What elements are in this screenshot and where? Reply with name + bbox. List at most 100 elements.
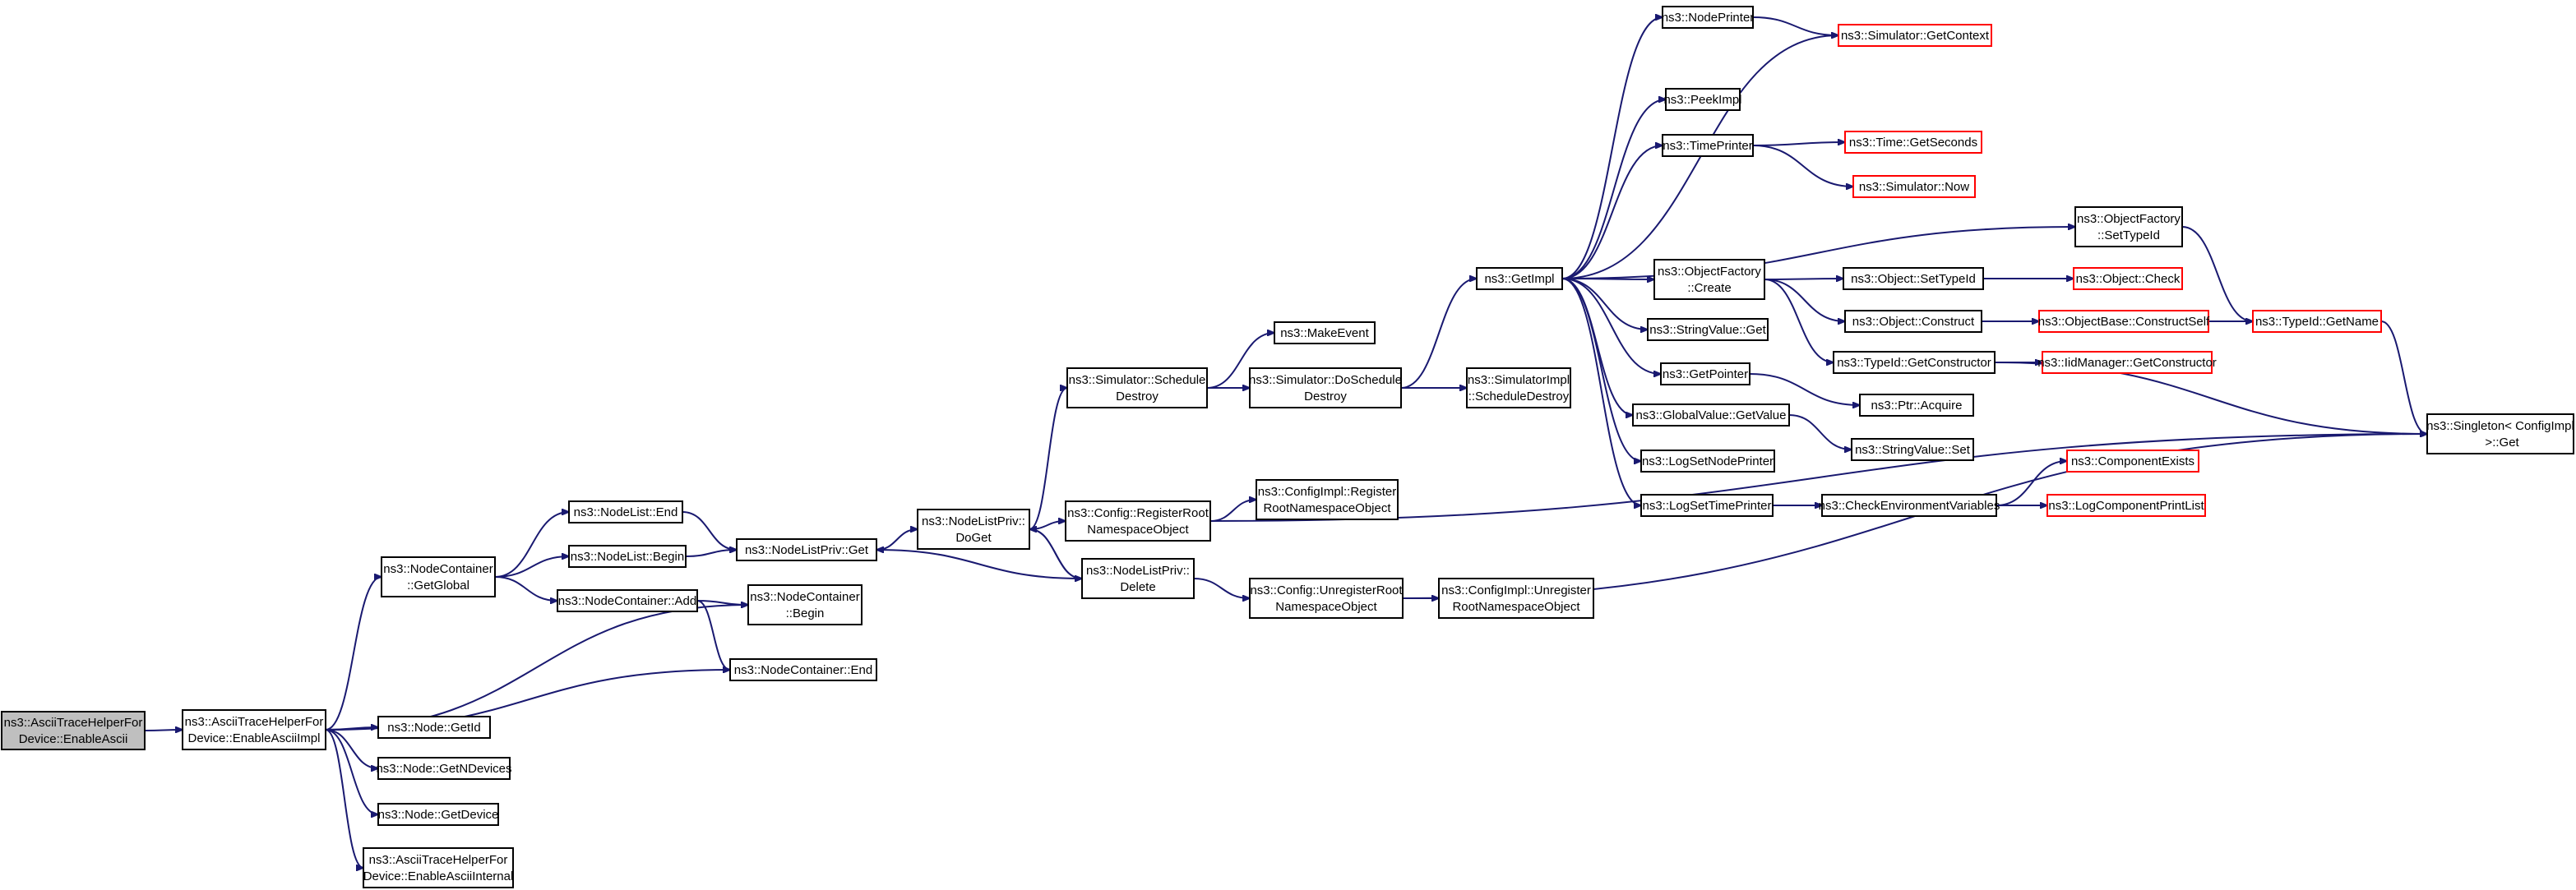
- node-ns3-globalvalue-getvalue[interactable]: ns3::GlobalValue::GetValue: [1632, 403, 1790, 427]
- node-ns3-simulator-schedule-destroy[interactable]: ns3::Simulator::ScheduleDestroy: [1066, 367, 1208, 408]
- node-label: ::Begin: [786, 606, 825, 620]
- node-label: Device::EnableAscii: [19, 732, 128, 746]
- node-ns3-ptr-acquire[interactable]: ns3::Ptr::Acquire: [1859, 394, 1974, 417]
- node-ns3-nodelist-begin[interactable]: ns3::NodeList::Begin: [568, 545, 687, 568]
- node-box: [182, 709, 326, 750]
- call-edge-n22-to-n26: [1561, 145, 1663, 279]
- node-ns3-iidmanager-getconstructor[interactable]: ns3::IidManager::GetConstructor: [2037, 351, 2217, 374]
- node-ns3-time-getseconds[interactable]: ns3::Time::GetSeconds: [1844, 131, 1982, 154]
- node-ns3-nodecontainer-getglobal[interactable]: ns3::NodeContainer::GetGlobal: [381, 556, 496, 597]
- call-edge-n1-to-n2: [325, 577, 382, 731]
- node-label: ns3::NodeContainer::End: [734, 663, 872, 677]
- node-ns3-stringvalue-get[interactable]: ns3::StringValue::Get: [1647, 318, 1769, 341]
- node-ns3-nodelistpriv-get[interactable]: ns3::NodeListPriv::Get: [736, 538, 877, 561]
- call-edge-n19-to-n22: [1400, 279, 1477, 389]
- node-ns3-getpointer[interactable]: ns3::GetPointer: [1660, 362, 1750, 385]
- call-edge-n0-to-n1: [144, 730, 183, 731]
- node-ns3-nodelistpriv-delete[interactable]: ns3::NodeListPriv::Delete: [1081, 558, 1195, 599]
- node-ns3-typeid-getconstructor[interactable]: ns3::TypeId::GetConstructor: [1833, 351, 1996, 374]
- call-edge-n2-to-n11: [494, 576, 557, 601]
- node-label: NamespaceObject: [1275, 600, 1377, 614]
- node-ns3-node-getndevices[interactable]: ns3::Node::GetNDevices: [376, 757, 512, 780]
- node-label: ns3::NodeListPriv::Get: [745, 543, 869, 557]
- node-box: [381, 556, 496, 597]
- node-ns3-simulator-getcontext[interactable]: ns3::Simulator::GetContext: [1838, 24, 1992, 47]
- call-edge-n29-to-n40: [1749, 373, 1860, 405]
- call-edge-n22-to-n29: [1561, 278, 1661, 374]
- node-ns3-objectfactory-settypeid[interactable]: ns3::ObjectFactory::SetTypeId: [2074, 206, 2183, 247]
- node-label: ns3::NodeList::End: [574, 505, 678, 519]
- node-box: [1851, 438, 1974, 461]
- node-ns3-logsetnodeprinter[interactable]: ns3::LogSetNodePrinter: [1640, 450, 1775, 473]
- node-ns3-peekimpl[interactable]: ns3::PeekImpl: [1663, 88, 1742, 111]
- node-box: [1660, 362, 1750, 385]
- node-ns3-node-getid[interactable]: ns3::Node::GetId: [377, 716, 491, 739]
- node-ns3-asciitracehelperfor-device-enableasciiinternal[interactable]: ns3::AsciiTraceHelperForDevice::EnableAs…: [363, 847, 514, 888]
- node-label: ns3::MakeEvent: [1280, 326, 1369, 340]
- node-label: ns3::LogComponentPrintList: [2048, 499, 2204, 513]
- node-ns3-objectbase-constructself[interactable]: ns3::ObjectBase::ConstructSelf: [2038, 310, 2210, 333]
- nodes-layer: ns3::AsciiTraceHelperForDevice::EnableAs…: [1, 6, 2574, 888]
- node-ns3-nodecontainer-begin[interactable]: ns3::NodeContainer::Begin: [747, 584, 863, 625]
- node-label: ns3::StringValue::Get: [1649, 323, 1766, 337]
- node-label: ns3::ComponentExists: [2071, 454, 2194, 468]
- node-ns3-stringvalue-set[interactable]: ns3::StringValue::Set: [1851, 438, 1974, 461]
- node-box: [1844, 131, 1982, 154]
- node-ns3-logcomponentprintlist[interactable]: ns3::LogComponentPrintList: [2046, 494, 2206, 517]
- node-ns3-config-unregisterroot-namespaceobject[interactable]: ns3::Config::UnregisterRootNamespaceObje…: [1249, 578, 1404, 619]
- node-box: [377, 716, 491, 739]
- node-ns3-objectfactory-create[interactable]: ns3::ObjectFactory::Create: [1653, 259, 1765, 300]
- node-ns3-componentexists[interactable]: ns3::ComponentExists: [2066, 450, 2199, 473]
- node-label: ns3::Simulator::DoSchedule: [1249, 373, 1402, 387]
- node-ns3-node-getdevice[interactable]: ns3::Node::GetDevice: [377, 803, 499, 826]
- edges-layer: [144, 17, 2427, 868]
- node-ns3-asciitracehelperfor-device-enableasciiimpl[interactable]: ns3::AsciiTraceHelperForDevice::EnableAs…: [182, 709, 326, 750]
- node-label: Destroy: [1116, 390, 1159, 403]
- node-ns3-nodecontainer-end[interactable]: ns3::NodeContainer::End: [729, 658, 877, 681]
- node-ns3-nodecontainer-add[interactable]: ns3::NodeContainer::Add: [557, 589, 698, 612]
- node-box: [2038, 310, 2209, 333]
- node-label: NamespaceObject: [1087, 523, 1189, 537]
- node-ns3-checkenvironmentvariables[interactable]: ns3::CheckEnvironmentVariables: [1819, 494, 2000, 517]
- node-ns3-object-check[interactable]: ns3::Object::Check: [2073, 267, 2183, 290]
- node-ns3-makeevent[interactable]: ns3::MakeEvent: [1274, 321, 1376, 344]
- node-label: ns3::Config::RegisterRoot: [1067, 506, 1209, 520]
- node-label: ns3::Simulator::GetContext: [1841, 29, 1990, 43]
- node-ns3-configimpl-unregister-rootnamespaceobject[interactable]: ns3::ConfigImpl::UnregisterRootNamespace…: [1438, 578, 1594, 619]
- node-label: ns3::NodeContainer: [383, 562, 493, 576]
- node-box: [363, 847, 514, 888]
- call-edge-n26-to-n35: [1752, 145, 1853, 187]
- node-ns3-configimpl-register-rootnamespaceobject[interactable]: ns3::ConfigImpl::RegisterRootNamespaceOb…: [1256, 479, 1399, 520]
- node-box: [1466, 367, 1571, 408]
- node-label: ::SetTypeId: [2097, 228, 2160, 242]
- node-label: ns3::Object::Construct: [1852, 315, 1975, 329]
- node-label: ns3::StringValue::Set: [1855, 443, 1971, 457]
- node-ns3-simulatorimpl-scheduledestroy[interactable]: ns3::SimulatorImpl::ScheduleDestroy: [1466, 367, 1571, 408]
- node-ns3-typeid-getname[interactable]: ns3::TypeId::GetName: [2252, 310, 2382, 333]
- node-box: [2066, 450, 2199, 473]
- node-ns3-singleton-configimpl-get[interactable]: ns3::Singleton< ConfigImpl >::Get: [2426, 413, 2574, 454]
- node-box: [2073, 267, 2183, 290]
- node-ns3-nodeprinter[interactable]: ns3::NodePrinter: [1662, 6, 1755, 29]
- call-edge-n14-to-n13: [1029, 529, 1083, 579]
- node-box: [2046, 494, 2206, 517]
- node-label: ns3::Singleton< ConfigImpl: [2426, 419, 2574, 433]
- node-ns3-logsettimeprinter[interactable]: ns3::LogSetTimePrinter: [1640, 494, 1774, 517]
- node-box: [1249, 367, 1402, 408]
- node-ns3-nodelistpriv-doget[interactable]: ns3::NodeListPriv::DoGet: [917, 509, 1030, 550]
- node-label: ns3::AsciiTraceHelperFor: [4, 716, 143, 730]
- node-box: [1274, 321, 1376, 344]
- node-ns3-object-construct[interactable]: ns3::Object::Construct: [1844, 310, 1982, 333]
- node-ns3-asciitracehelperfor-device-enableascii[interactable]: ns3::AsciiTraceHelperForDevice::EnableAs…: [1, 711, 146, 750]
- node-ns3-simulator-now[interactable]: ns3::Simulator::Now: [1852, 175, 1976, 198]
- node-ns3-object-settypeid[interactable]: ns3::Object::SetTypeId: [1843, 267, 1984, 290]
- node-box: [1065, 500, 1211, 542]
- node-ns3-nodelist-end[interactable]: ns3::NodeList::End: [568, 500, 683, 523]
- node-ns3-getimpl[interactable]: ns3::GetImpl: [1476, 267, 1563, 290]
- node-box: [747, 584, 863, 625]
- node-ns3-timeprinter[interactable]: ns3::TimePrinter: [1662, 134, 1754, 157]
- node-label: ns3::TypeId::GetConstructor: [1837, 356, 1991, 370]
- node-label: ns3::LogSetTimePrinter: [1642, 499, 1771, 513]
